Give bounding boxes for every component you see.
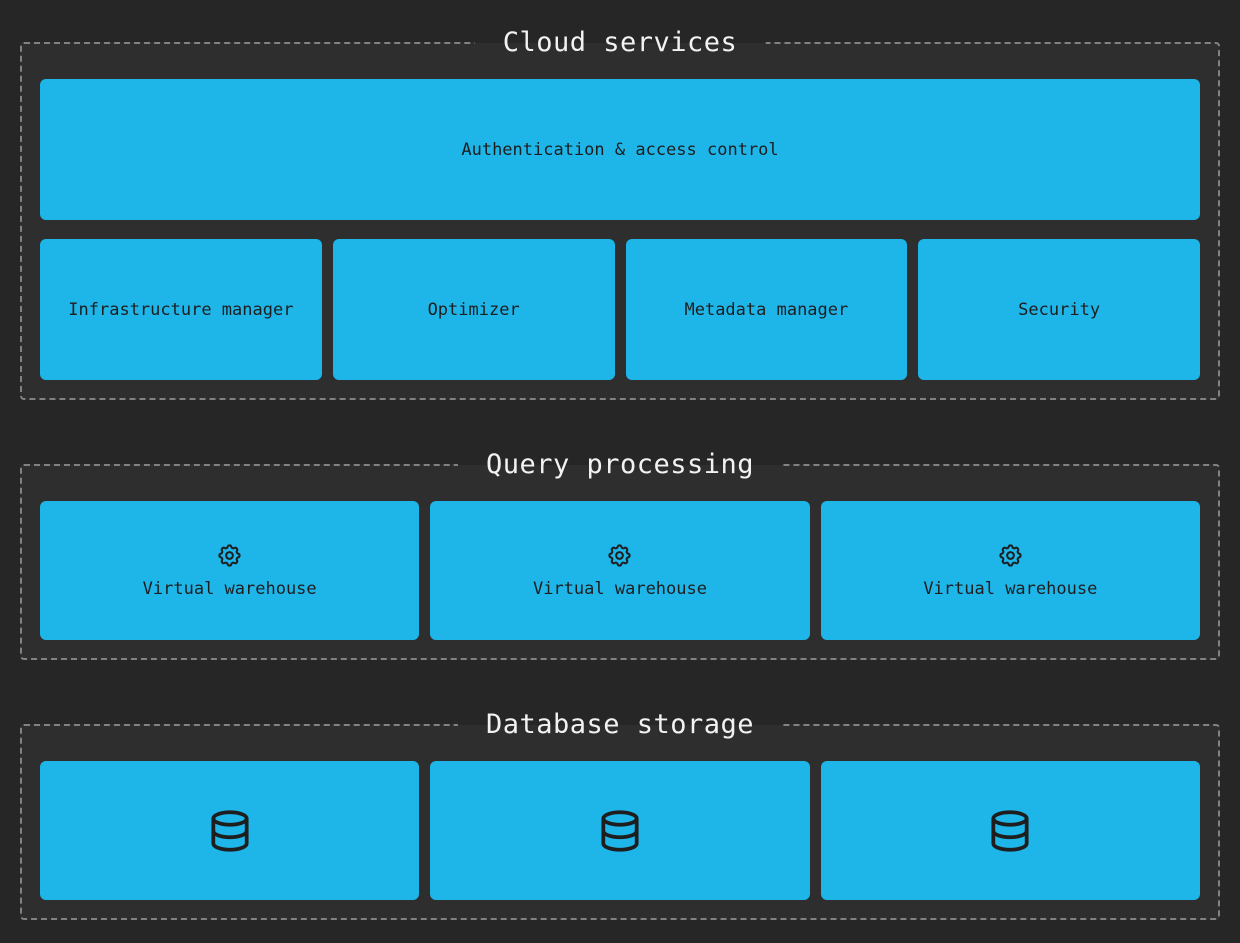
- gear-icon: [216, 542, 243, 569]
- query-processing-body: Virtual warehouse Virtual warehouse: [22, 466, 1218, 658]
- cloud-services-row-auth: Authentication & access control: [40, 79, 1200, 220]
- database-storage-body: [22, 726, 1218, 918]
- section-cloud-services: Cloud services Authentication & access c…: [20, 23, 1220, 400]
- section-title-query-processing: Query processing: [457, 445, 783, 485]
- database-box: [40, 761, 420, 900]
- gear-icon: [997, 542, 1024, 569]
- security-label: Security: [1018, 299, 1101, 320]
- section-title-cloud-services: Cloud services: [474, 23, 766, 63]
- optimizer-label: Optimizer: [427, 299, 520, 320]
- database-box: [820, 761, 1200, 900]
- virtual-warehouse-box: Virtual warehouse: [430, 501, 810, 640]
- section-database-storage: Database storage: [20, 705, 1220, 920]
- infrastructure-manager-box: Infrastructure manager: [40, 239, 322, 380]
- metadata-manager-label: Metadata manager: [684, 299, 849, 320]
- database-storage-row: [40, 761, 1200, 900]
- query-processing-row: Virtual warehouse Virtual warehouse: [40, 501, 1200, 640]
- virtual-warehouse-label: Virtual warehouse: [923, 579, 1098, 599]
- auth-access-control-box: Authentication & access control: [40, 79, 1200, 220]
- virtual-warehouse-label: Virtual warehouse: [142, 579, 317, 599]
- database-icon: [205, 806, 255, 856]
- section-query-processing: Query processing Virtual warehouse: [20, 445, 1220, 660]
- database-box: [430, 761, 810, 900]
- optimizer-box: Optimizer: [332, 239, 615, 380]
- virtual-warehouse-label: Virtual warehouse: [532, 579, 707, 599]
- section-title-database-storage: Database storage: [457, 705, 783, 745]
- gear-icon: [606, 542, 633, 569]
- virtual-warehouse-box: Virtual warehouse: [40, 501, 420, 640]
- database-icon: [595, 806, 645, 856]
- cloud-services-row-managers: Infrastructure manager Optimizer Metadat…: [40, 239, 1200, 380]
- metadata-manager-box: Metadata manager: [625, 239, 908, 380]
- cloud-services-body: Authentication & access control Infrastr…: [22, 44, 1218, 398]
- database-icon: [985, 806, 1035, 856]
- infrastructure-manager-label: Infrastructure manager: [68, 299, 294, 320]
- security-box: Security: [918, 239, 1200, 380]
- virtual-warehouse-box: Virtual warehouse: [820, 501, 1200, 640]
- auth-access-control-label: Authentication & access control: [461, 139, 779, 160]
